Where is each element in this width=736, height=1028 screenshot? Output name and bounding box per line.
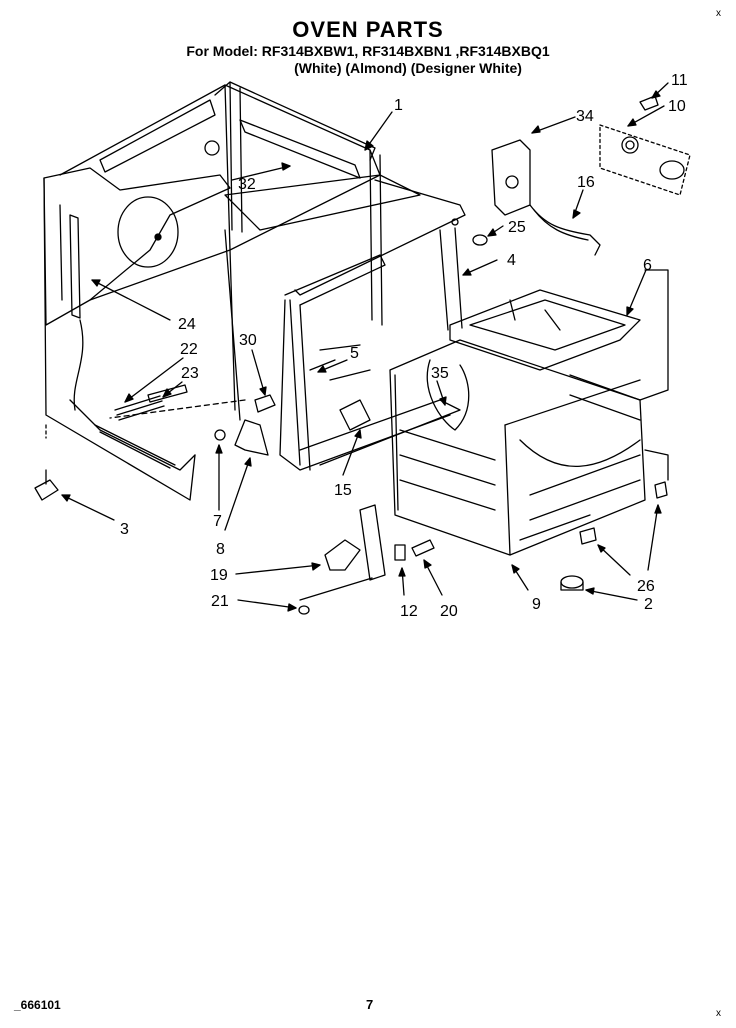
model-list: For Model: RF314BXBW1, RF314BXBN1 ,RF314… [186,43,550,59]
callout-11: 11 [671,72,688,89]
callout-labels: 1 2 3 4 5 6 7 8 9 10 11 12 15 16 19 20 2… [120,72,688,620]
document-code: _666101 [14,998,61,1012]
callout-21: 21 [211,593,229,610]
callout-6: 6 [643,257,652,274]
small-parts-bottom [34,469,668,615]
callout-10: 10 [668,98,686,115]
small-parts-middle [114,359,371,456]
callout-30: 30 [239,332,257,349]
callout-7: 7 [213,513,222,530]
back-panel-drawing [59,84,381,411]
oven-liner-drawing [389,289,646,556]
callout-3: 3 [120,521,129,538]
callout-16: 16 [577,174,595,191]
front-frame-drawing [279,179,466,471]
callout-19: 19 [210,567,228,584]
callout-20: 20 [440,603,458,620]
callout-22: 22 [180,341,198,358]
callout-2: 2 [644,596,653,613]
callout-35: 35 [431,365,449,382]
callout-4: 4 [507,252,516,269]
corner-mark-top: x [716,8,721,19]
callout-24: 24 [178,316,196,333]
callout-1: 1 [394,97,403,114]
callout-34: 34 [576,108,594,125]
callout-26: 26 [637,578,655,595]
page-number: 7 [366,997,374,1012]
callout-9: 9 [532,596,541,613]
callout-23: 23 [181,365,199,382]
side-panel-drawing [43,167,231,501]
small-parts-top-right [472,95,691,256]
corner-mark-bottom: x [716,1008,721,1019]
callout-12: 12 [400,603,418,620]
page-title: OVEN PARTS [292,17,444,42]
callout-32: 32 [238,176,256,193]
leader-lines [45,82,669,612]
color-list: (White) (Almond) (Designer White) [294,60,522,76]
main-frame-drawing [214,81,421,421]
callout-25: 25 [508,219,526,236]
callout-15: 15 [334,482,352,499]
callout-8: 8 [216,541,225,558]
callout-5: 5 [350,345,359,362]
